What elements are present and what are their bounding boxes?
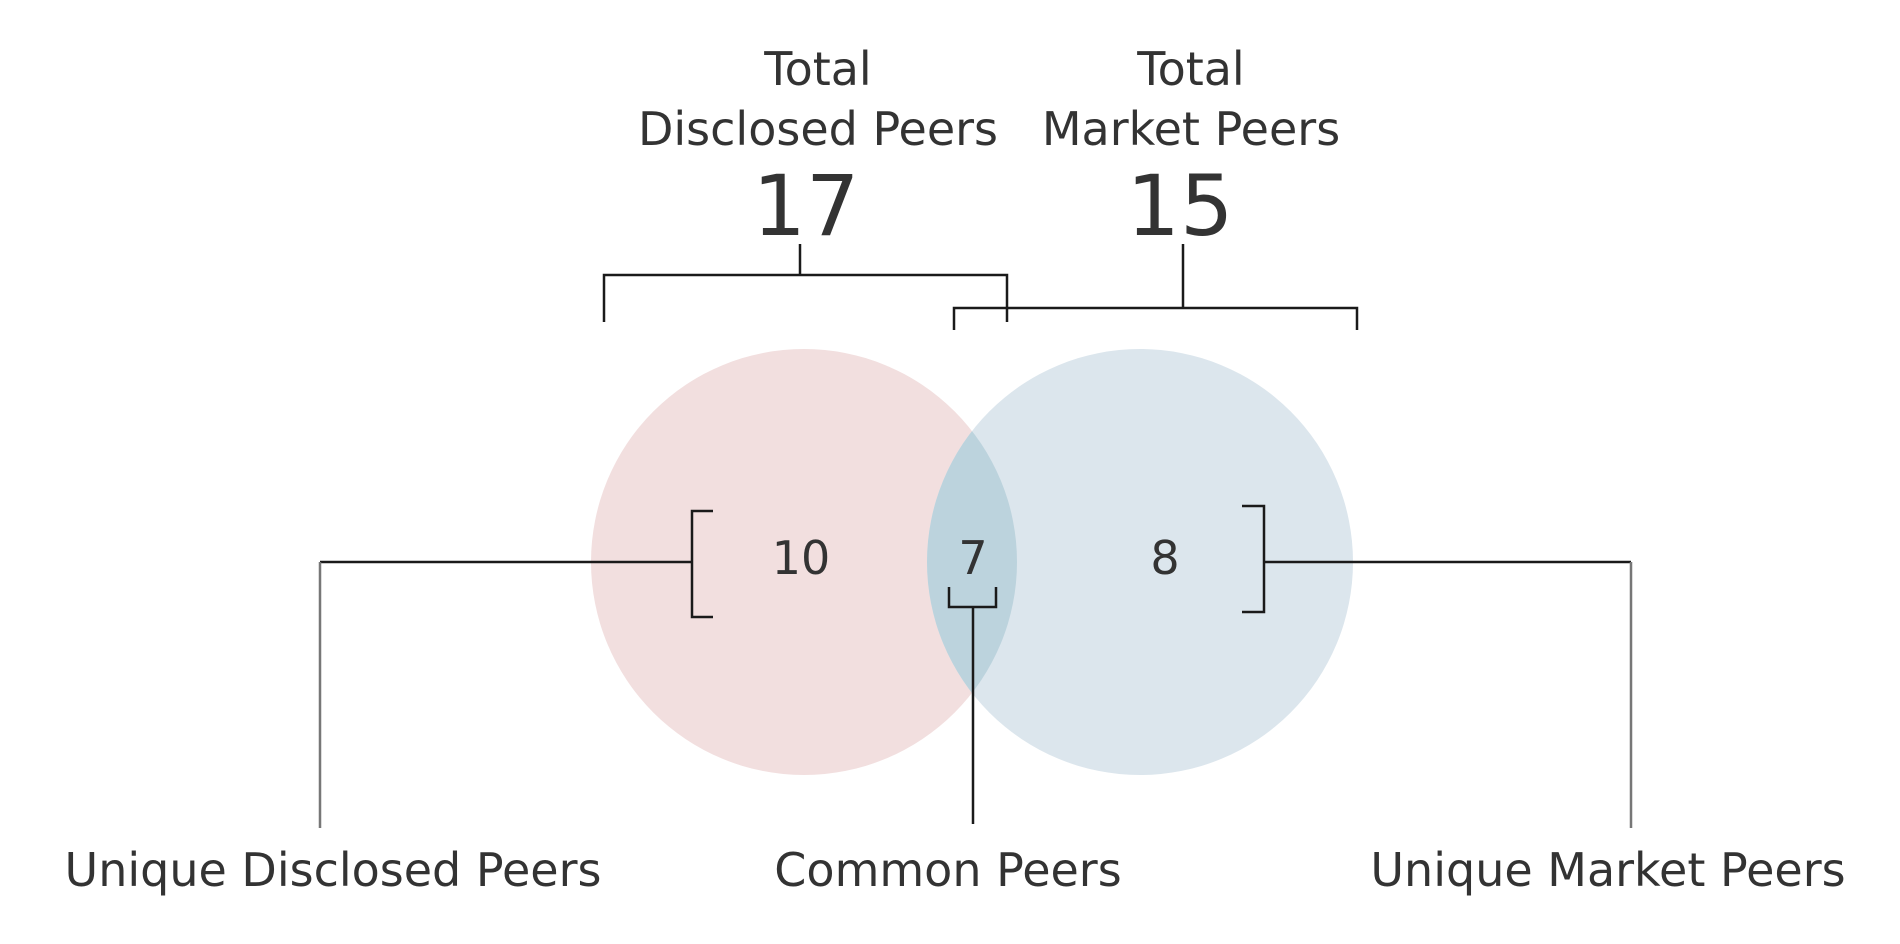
disclosed-heading-line2: Disclosed Peers bbox=[637, 102, 999, 156]
market-total-value: 15 bbox=[1126, 157, 1234, 255]
disclosed-total-value: 17 bbox=[752, 157, 860, 255]
common-peers-label: Common Peers bbox=[774, 843, 1122, 897]
common-peers-count: 7 bbox=[958, 531, 988, 585]
market-peers-circle bbox=[927, 349, 1353, 775]
market-total-bracket bbox=[952, 306, 1359, 330]
unique-disclosed-label: Unique Disclosed Peers bbox=[64, 843, 602, 897]
market-heading-line2: Market Peers bbox=[1041, 102, 1341, 156]
disclosed-heading-line1: Total bbox=[764, 42, 872, 96]
market-heading-line1: Total bbox=[1137, 42, 1245, 96]
unique-disclosed-bracket bbox=[690, 509, 713, 619]
disclosed-total-bracket bbox=[602, 273, 1009, 322]
unique-market-label: Unique Market Peers bbox=[1370, 843, 1846, 897]
unique-disclosed-count: 10 bbox=[771, 531, 831, 585]
unique-market-bracket bbox=[1242, 504, 1266, 614]
disclosed-peers-circle bbox=[591, 349, 1017, 775]
unique-market-count: 8 bbox=[1150, 531, 1180, 585]
